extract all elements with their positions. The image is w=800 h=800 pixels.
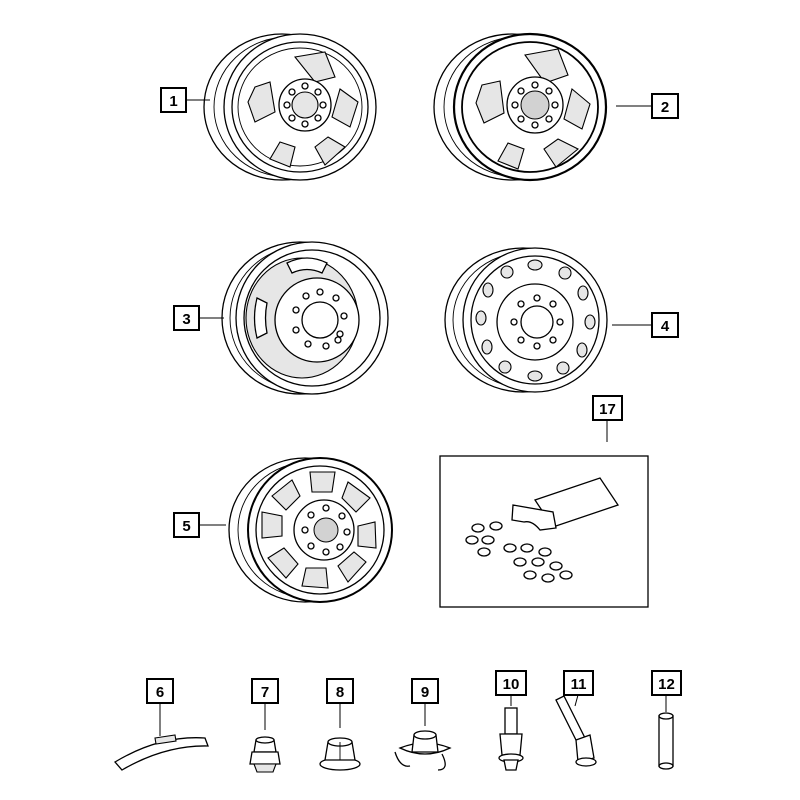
callout-11: 11 [563, 670, 594, 696]
callout-6: 6 [146, 678, 174, 704]
kit-17-hardware-package[interactable] [439, 455, 649, 608]
callout-3-label: 3 [182, 311, 190, 328]
callout-5-label: 5 [182, 518, 190, 535]
callout-12: 12 [651, 670, 682, 696]
part-10-valve-stem[interactable] [498, 707, 524, 771]
callout-7: 7 [251, 678, 279, 704]
part-8-flanged-lug-nut[interactable] [319, 737, 361, 771]
part-6-wheel-weight[interactable] [113, 734, 209, 771]
callout-2: 2 [651, 93, 679, 119]
wheel-1-steel-five-spoke[interactable] [203, 33, 377, 181]
callout-10-label: 10 [503, 676, 520, 693]
leader-lines [159, 99, 667, 736]
callout-9-label: 9 [421, 684, 429, 701]
wheel-2-aluminum-five-spoke[interactable] [433, 32, 608, 182]
callout-10: 10 [495, 670, 527, 696]
callout-8-label: 8 [336, 684, 344, 701]
callout-17: 17 [592, 395, 623, 421]
part-7-lug-nut[interactable] [249, 736, 281, 773]
wheel-4-aluminum-dual[interactable] [444, 247, 608, 393]
callout-5: 5 [173, 512, 200, 538]
wheel-5-aluminum-six-spoke[interactable] [228, 457, 393, 603]
callout-12-label: 12 [658, 676, 675, 693]
part-12-valve-extension[interactable] [658, 712, 674, 770]
callout-1-label: 1 [169, 93, 177, 110]
callout-6-label: 6 [156, 684, 164, 701]
callout-11-label: 11 [571, 676, 587, 693]
callout-7-label: 7 [261, 684, 269, 701]
callout-2-label: 2 [661, 99, 669, 116]
callout-17-label: 17 [599, 401, 616, 418]
part-9-wheel-lock[interactable] [394, 730, 452, 771]
callout-9: 9 [411, 678, 439, 704]
wheel-3-steel-dual-rear[interactable] [221, 241, 389, 395]
part-11-angled-valve-stem[interactable] [555, 695, 597, 767]
callout-1: 1 [160, 87, 187, 113]
callout-4-label: 4 [661, 318, 670, 335]
callout-4: 4 [651, 312, 679, 338]
callout-3: 3 [173, 305, 200, 331]
callout-8: 8 [326, 678, 354, 704]
